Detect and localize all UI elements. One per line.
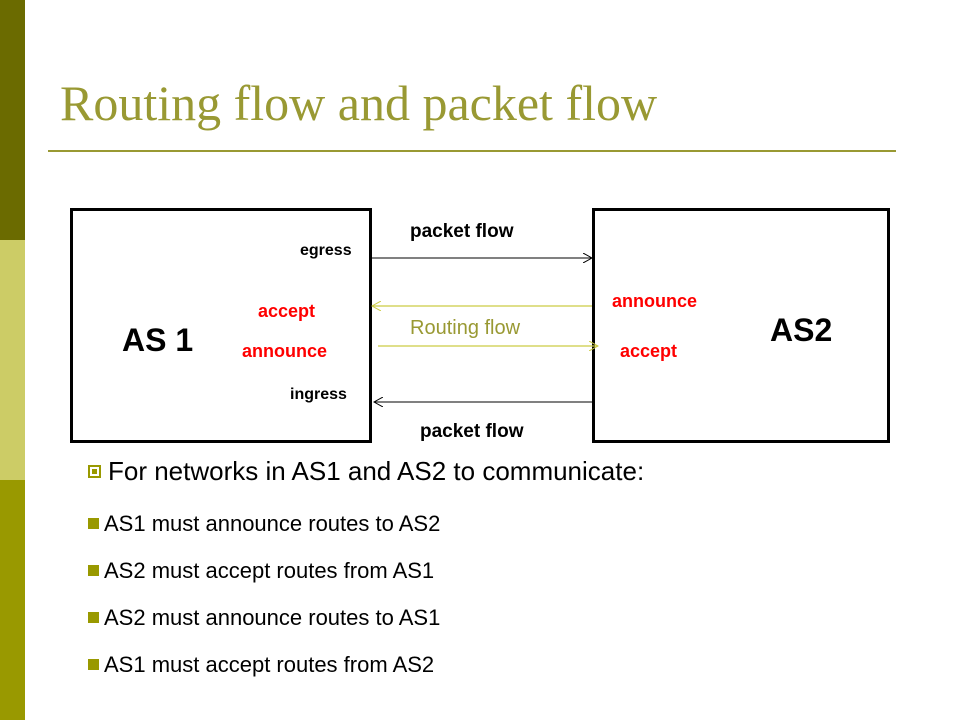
square-bullet-icon [88, 612, 99, 623]
bullet-heading: For networks in AS1 and AS2 to communica… [88, 452, 928, 500]
square-bullet-icon [88, 565, 99, 576]
as2-box [592, 208, 890, 443]
as2-accept-label: accept [620, 341, 678, 361]
bullet-item-text: AS1 must accept routes from AS2 [104, 652, 435, 677]
bullet-item-text: AS2 must accept routes from AS1 [104, 558, 435, 583]
square-bullet-icon [88, 518, 99, 529]
square-bullet-icon [88, 659, 99, 670]
bullet-heading-text: For networks in AS1 and AS2 to communica… [108, 456, 645, 486]
as1-box [70, 208, 372, 443]
as2-announce-label: announce [612, 291, 698, 311]
ingress-label: ingress [290, 386, 347, 403]
title-underline [48, 150, 896, 152]
bullet-item-text: AS2 must announce routes to AS1 [104, 605, 441, 630]
routing-flow-label: Routing flow [410, 317, 521, 339]
as1-announce-label: announce [242, 341, 328, 361]
bullet-item-text: AS1 must announce routes to AS2 [104, 511, 441, 536]
bullet-item: AS2 must announce routes to AS1 [88, 594, 928, 641]
bullet-list: For networks in AS1 and AS2 to communica… [88, 452, 928, 688]
bullet-item: AS2 must accept routes from AS1 [88, 547, 928, 594]
packet-flow-top-label: packet flow [410, 221, 514, 242]
hollow-square-bullet-icon [88, 465, 101, 478]
as1-accept-label: accept [258, 301, 316, 321]
egress-label: egress [300, 242, 352, 259]
side-band-middle [0, 240, 25, 480]
as1-label: AS 1 [122, 322, 194, 358]
bullet-item: AS1 must accept routes from AS2 [88, 641, 928, 688]
bullet-item: AS1 must announce routes to AS2 [88, 500, 928, 547]
slide-title: Routing flow and packet flow [60, 75, 658, 131]
as2-label: AS2 [770, 312, 833, 348]
packet-flow-bottom-label: packet flow [420, 421, 524, 442]
side-band-bottom [0, 480, 25, 720]
side-band-top [0, 0, 25, 240]
